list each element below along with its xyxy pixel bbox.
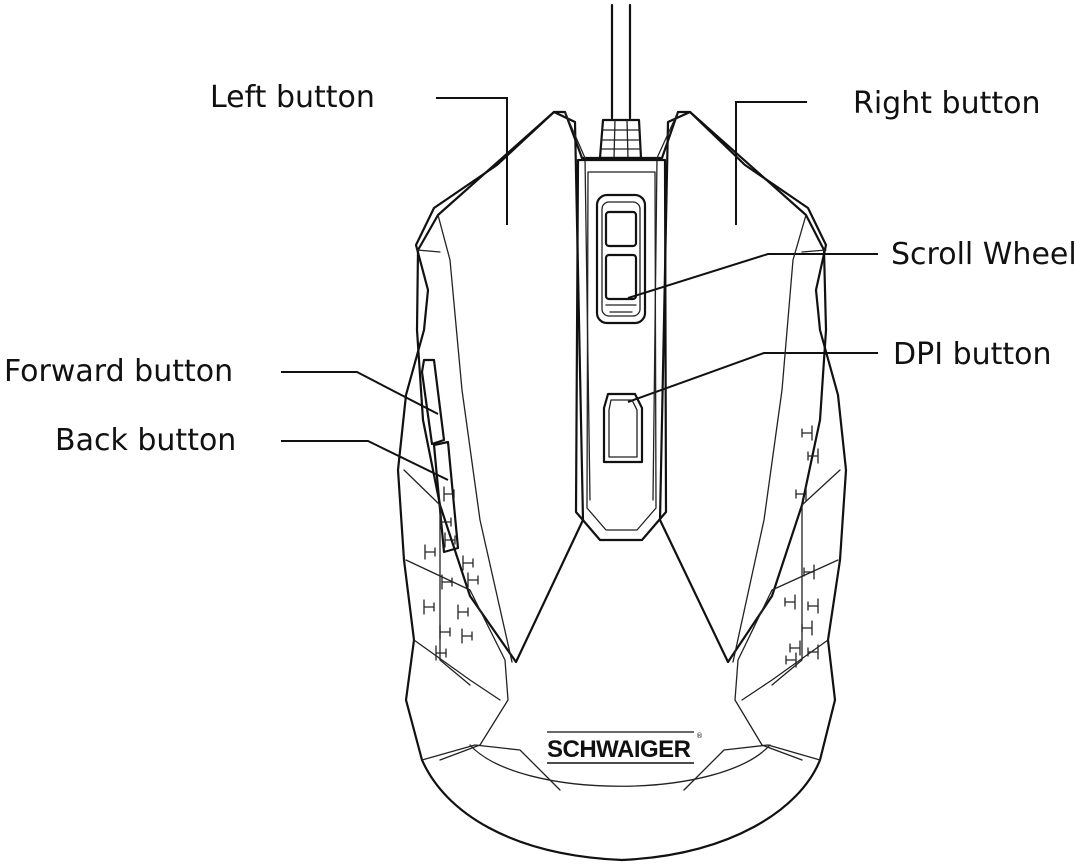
brand-logo: SCHWAIGER ® xyxy=(547,731,703,764)
grip-mark xyxy=(807,598,819,614)
leader-right-button xyxy=(735,101,807,225)
right-grip-texture xyxy=(784,425,819,668)
label-forward-button: Forward button xyxy=(4,354,233,389)
grip-mark xyxy=(462,555,474,571)
cable xyxy=(598,3,643,160)
center-channel xyxy=(574,158,668,542)
grip-mark xyxy=(444,532,456,548)
grip-mark xyxy=(801,425,813,441)
grip-mark xyxy=(443,486,455,502)
logo-text: SCHWAIGER xyxy=(547,736,691,763)
grip-mark xyxy=(440,514,452,530)
grip-mark xyxy=(435,645,447,661)
grip-mark xyxy=(784,594,796,610)
grip-mark xyxy=(807,448,819,464)
grip-mark xyxy=(424,544,436,560)
grip-mark xyxy=(789,640,801,656)
grip-mark xyxy=(461,628,473,644)
grip-mark xyxy=(441,574,453,590)
leader-left-button xyxy=(436,97,508,225)
grip-mark xyxy=(795,486,807,502)
label-dpi-button: DPI button xyxy=(893,337,1052,372)
right-grip xyxy=(683,469,841,791)
right-button-panel xyxy=(658,110,828,664)
grip-mark xyxy=(801,620,813,636)
grip-mark xyxy=(439,624,451,640)
forward-side-button xyxy=(420,358,446,446)
grip-mark xyxy=(803,564,815,580)
scroll-wheel xyxy=(595,193,647,325)
leader-forward-button xyxy=(281,371,439,415)
dpi-button xyxy=(602,392,644,464)
label-back-button: Back button xyxy=(55,423,236,458)
left-grip xyxy=(403,469,561,791)
grip-mark xyxy=(785,652,797,668)
left-grip-texture xyxy=(423,486,479,661)
mouse-body-outline xyxy=(396,110,848,862)
leader-dpi-button xyxy=(627,352,878,403)
grip-mark xyxy=(457,604,469,620)
leader-back-button xyxy=(281,440,449,481)
grip-mark xyxy=(467,572,479,588)
mouse-illustration: SCHWAIGER ® xyxy=(396,3,848,862)
label-right-button: Right button xyxy=(853,86,1041,121)
label-scroll-wheel: Scroll Wheel xyxy=(891,237,1077,272)
grip-mark xyxy=(807,644,819,660)
label-left-button: Left button xyxy=(210,80,375,115)
leader-scroll-wheel xyxy=(627,253,878,299)
grip-mark xyxy=(423,599,435,615)
logo-registered-mark: ® xyxy=(696,732,703,740)
